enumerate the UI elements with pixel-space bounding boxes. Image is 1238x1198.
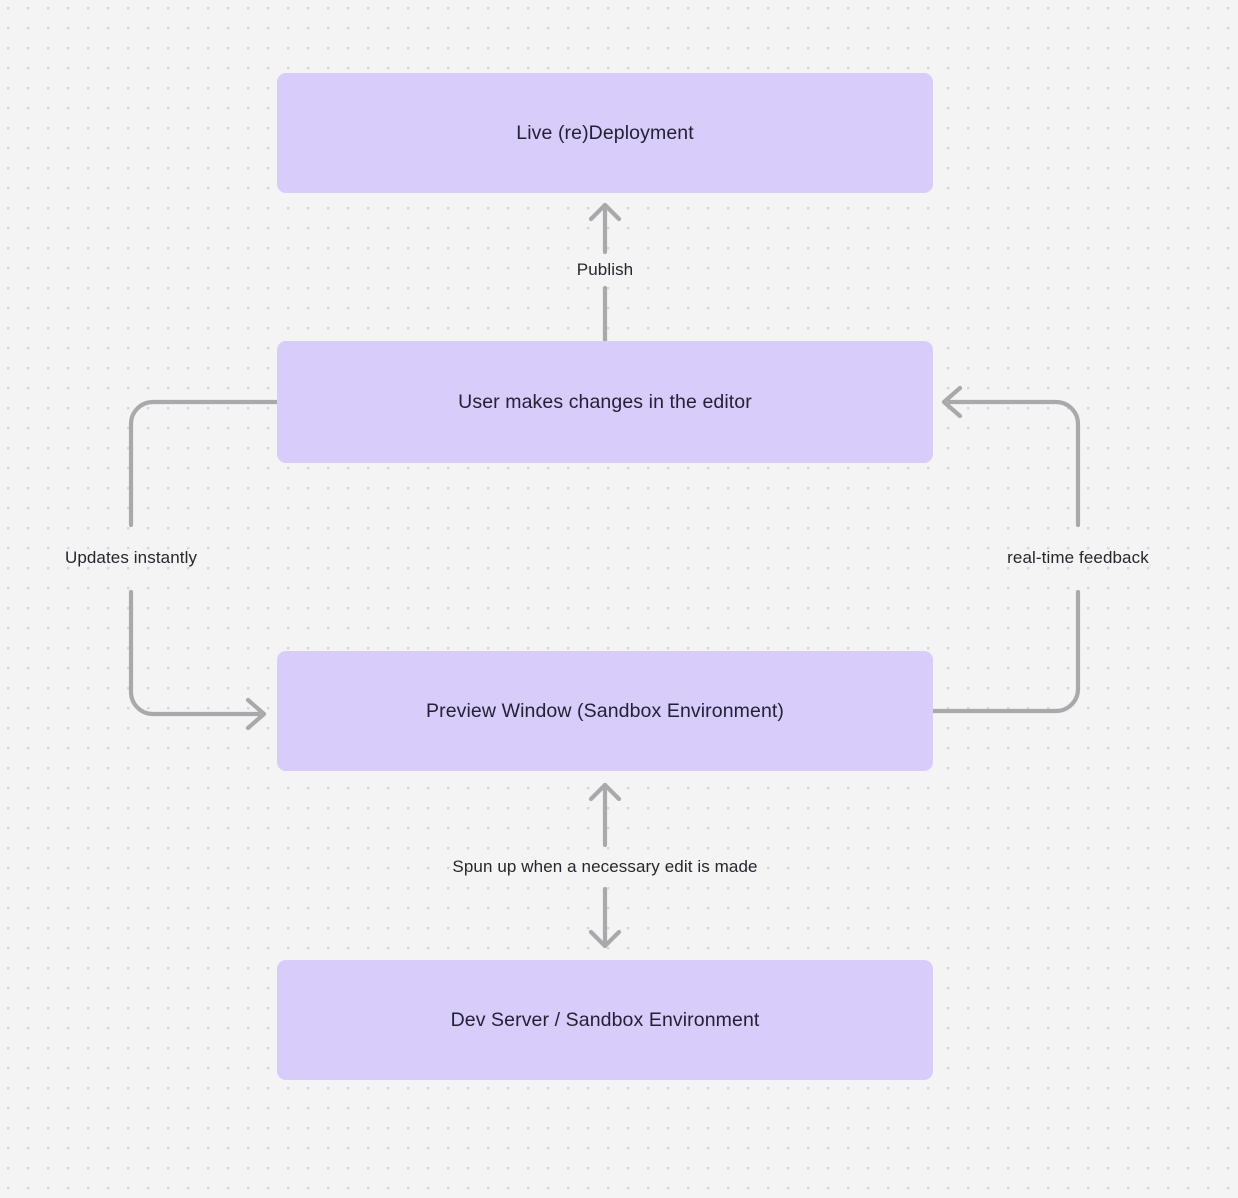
node-live-redeployment[interactable]: Live (re)Deployment bbox=[277, 73, 933, 193]
node-dev-server[interactable]: Dev Server / Sandbox Environment bbox=[277, 960, 933, 1080]
node-label: Dev Server / Sandbox Environment bbox=[450, 1008, 760, 1031]
edge-label-publish: Publish bbox=[576, 259, 634, 279]
edge-label-spun-up: Spun up when a necessary edit is made bbox=[452, 856, 758, 876]
edge-label-updates-instantly: Updates instantly bbox=[64, 547, 198, 567]
node-label: Preview Window (Sandbox Environment) bbox=[426, 699, 784, 722]
node-label: Live (re)Deployment bbox=[516, 121, 694, 144]
node-label: User makes changes in the editor bbox=[458, 390, 752, 413]
node-preview-window[interactable]: Preview Window (Sandbox Environment) bbox=[277, 651, 933, 771]
edge-label-real-time-feedback: real-time feedback bbox=[1007, 547, 1149, 567]
node-user-makes-changes[interactable]: User makes changes in the editor bbox=[277, 341, 933, 463]
